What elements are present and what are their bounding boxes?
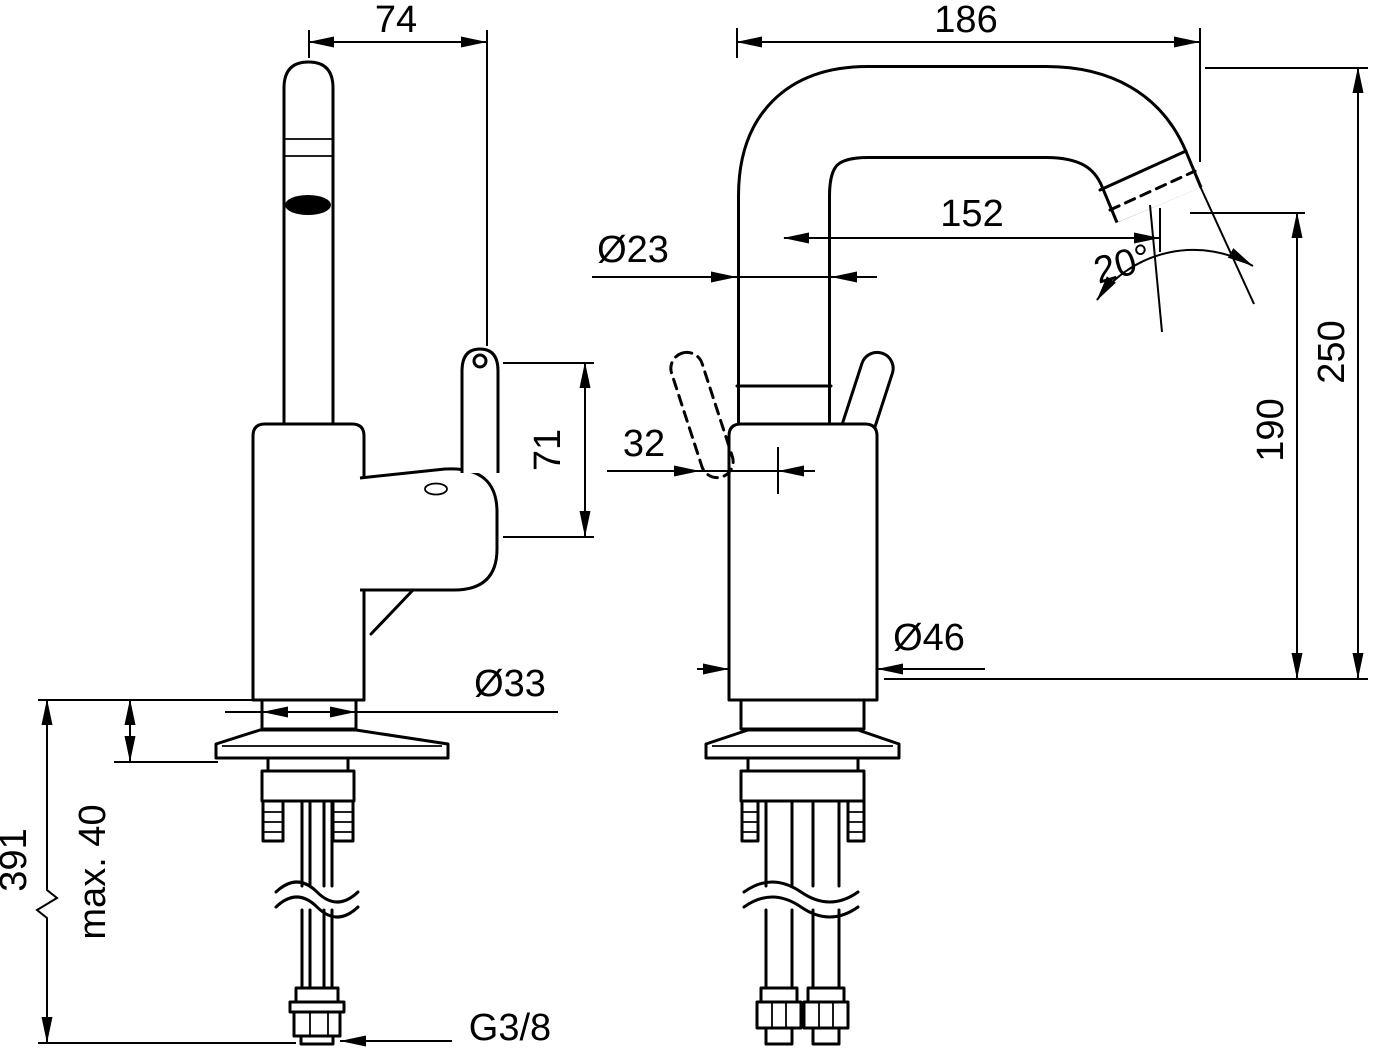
spout-joint-lines [284,138,333,157]
hose1-nut-facets [771,1002,787,1028]
base-flange-side [214,728,450,760]
angle-reference-axis [1199,185,1255,305]
dim-label-46: Ø46 [893,617,965,659]
mounting-leg-right [331,799,355,843]
dim-74-extensions [308,30,488,346]
mounting-leg-left [261,799,285,843]
mounting-nut-front [739,769,866,803]
spout-tube-side [282,60,335,430]
dim-391-extensions [38,699,296,1044]
spout-fill [740,68,1200,432]
aerator-opening [285,195,331,215]
front-view [669,65,1203,1046]
dim-label-190: 190 [1250,398,1292,461]
dim-label-23: Ø23 [597,229,669,271]
hose1-collar [759,986,799,1004]
body-shoulder-line [369,588,415,636]
outlet-joint-line [1098,149,1188,192]
hoses-lower [764,908,841,990]
dim-label-max40: max. 40 [72,804,114,939]
hose1-nut [755,1000,803,1030]
outlet-hidden-line [1108,169,1197,212]
handle-base-side [359,467,499,592]
shank-side [260,698,358,731]
hose2-collar [806,986,846,1004]
dim-label-71: 71 [527,429,569,471]
dim-label-g38: G3/8 [469,1007,551,1049]
body-front [727,422,879,702]
thread-ticks-side [263,811,353,833]
hose2-tip [811,1026,841,1046]
connector-tip [299,1034,335,1046]
shank-front [739,698,866,731]
dim-label-186: 186 [934,0,997,41]
pipe-break-squiggle [274,880,360,919]
connector-nut [292,1010,342,1038]
body-side [251,422,366,702]
dim-label-74: 74 [375,0,417,41]
side-view [214,60,500,1046]
supply-pipe-upper [300,799,334,888]
hoses-upper [764,799,841,888]
supply-pipe-lower [300,908,334,990]
angle-arc [1096,248,1254,301]
washer-side [266,756,350,773]
hose-break-squiggle [742,880,860,919]
dim-label-152: 152 [940,193,1003,235]
dim-label-33: Ø33 [474,663,546,705]
connector-nut-facets [309,1012,329,1036]
washer-front [746,756,860,773]
handle-detail-oval [424,482,448,496]
mounting-leg-front-right [846,799,866,843]
dim-label-20deg: 20° [1089,236,1156,292]
hose2-nut-facets [818,1002,834,1028]
mounting-leg-front-left [740,799,760,843]
dim-label-32: 32 [623,423,665,465]
lever-side [460,347,500,473]
dim-71-extensions [503,362,594,538]
hose2-nut [802,1000,850,1030]
dim-label-391: 391 [0,828,35,891]
dim-250-extensions [884,67,1368,680]
thread-ticks-front [742,811,864,833]
dim-391-line [35,699,59,1043]
lever-alternate-position [669,350,735,480]
hose1-tip [764,1026,794,1046]
mounting-nut-side [260,769,356,803]
dim-label-250: 250 [1311,320,1353,383]
base-flange-front [704,728,901,760]
connector-collar [294,986,340,1004]
lever-pin [472,353,488,369]
